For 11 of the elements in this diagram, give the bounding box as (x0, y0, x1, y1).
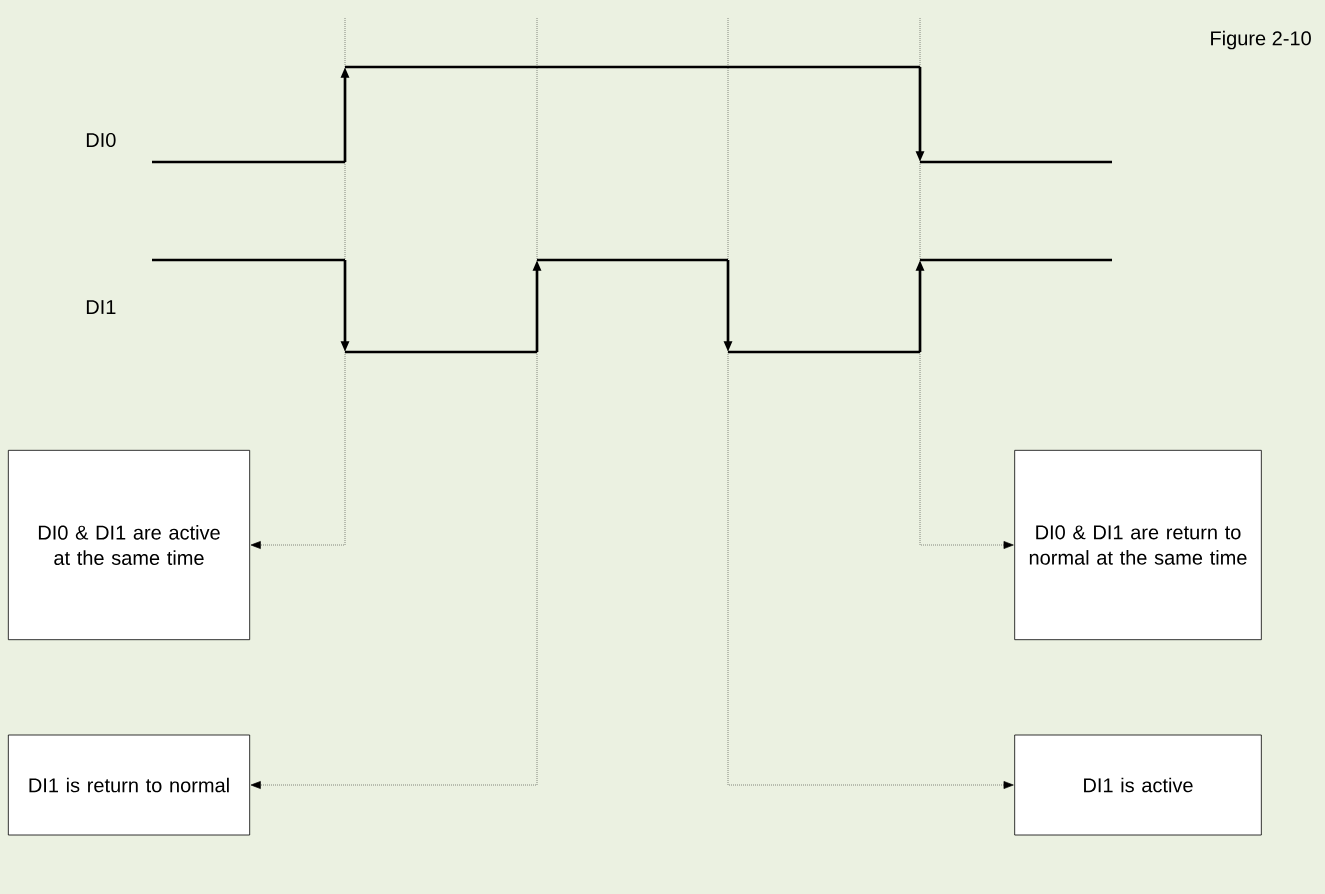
leader-line (250, 17, 346, 549)
figure-number: Figure 2-10 (1211, 30, 1311, 50)
leader-line (727, 17, 1014, 789)
signal-name: DI1 (86, 300, 116, 314)
leader-line (919, 17, 1014, 549)
signal-name: DI0 (86, 132, 116, 148)
note-box: DI1 is active (1014, 734, 1262, 836)
note-box: DI0 & DI1 are return to normal at the same time (1014, 449, 1262, 641)
note-box: DI1 is return to normal (7, 734, 251, 836)
leader-line (250, 17, 538, 789)
note-box: DI0 & DI1 are active at the same time (7, 449, 251, 641)
